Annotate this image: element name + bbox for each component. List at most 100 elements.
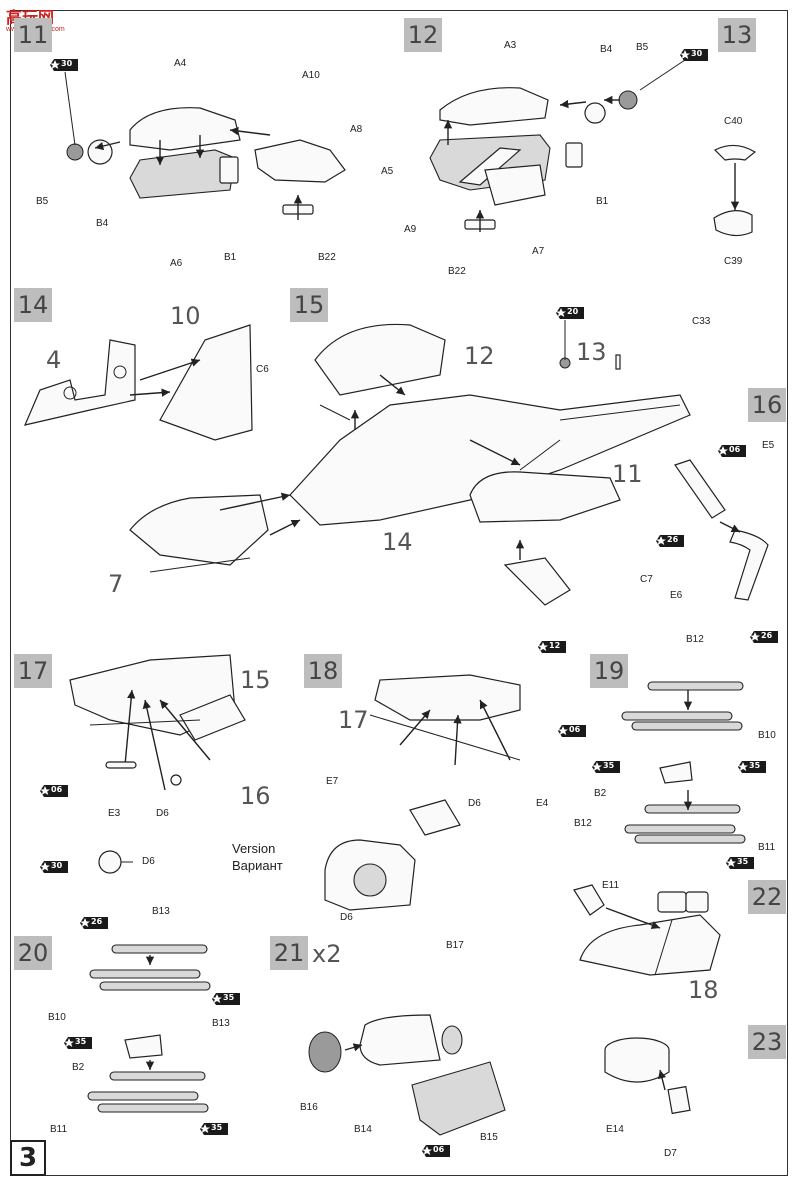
step-17-badge: 17 <box>14 654 52 688</box>
ref-4: 4 <box>46 346 62 374</box>
paint-code-text: 06 <box>51 785 63 794</box>
paint-code-star: 30 <box>50 58 78 72</box>
paint-code-text: 06 <box>729 445 741 454</box>
paint-code-text: 30 <box>61 59 73 68</box>
label-A9: A9 <box>404 224 417 235</box>
label-B22-s12: B22 <box>448 266 466 277</box>
step-19-badge: 19 <box>590 654 628 688</box>
label-B14: B14 <box>354 1124 372 1135</box>
version-label-ru: Вариант <box>232 858 283 873</box>
label-B10-s19: B10 <box>758 730 776 741</box>
label-E4: E4 <box>536 798 549 809</box>
step-18-badge: 18 <box>304 654 342 688</box>
paint-code-star: 06 <box>422 1144 450 1158</box>
paint-code-star: 12 <box>538 640 566 654</box>
step-20-badge: 20 <box>14 936 52 970</box>
label-A3: A3 <box>504 40 517 51</box>
step23-screen-drawing <box>604 1037 691 1115</box>
step21-gun-pod-drawing <box>308 1014 506 1136</box>
step-21-badge: 21 <box>270 936 308 970</box>
label-D7: D7 <box>664 1148 677 1159</box>
step-16-badge: 16 <box>748 388 786 422</box>
step-12-badge: 12 <box>404 18 442 52</box>
paint-code-text: 30 <box>51 861 63 870</box>
label-C33: C33 <box>692 316 711 327</box>
label-B13-bottom: B13 <box>212 1018 230 1029</box>
paint-code-text: 30 <box>691 49 703 58</box>
label-B2-s20: B2 <box>72 1062 85 1073</box>
label-D6-s18-version: D6 <box>340 912 353 923</box>
paint-code-text: 26 <box>91 917 103 926</box>
paint-code-text: 35 <box>603 761 615 770</box>
ref-13: 13 <box>576 338 607 366</box>
paint-code-text: 06 <box>569 725 581 734</box>
paint-code-star: 30 <box>40 860 68 874</box>
page-frame <box>10 10 788 1176</box>
ref-7: 7 <box>108 570 124 598</box>
paint-code-star: 26 <box>80 916 108 930</box>
label-A10: A10 <box>302 70 320 81</box>
version-note: Version Вариант <box>232 840 283 874</box>
label-B5-s12: B5 <box>636 42 649 53</box>
label-A4: A4 <box>174 58 187 69</box>
paint-code-text: 26 <box>761 631 773 640</box>
label-B11-s20: B11 <box>50 1124 68 1135</box>
step11-nacelle-drawing <box>64 71 346 220</box>
label-A6: A6 <box>170 258 183 269</box>
ref-18: 18 <box>688 976 719 1004</box>
step14-cockpit-drawing <box>23 324 253 441</box>
paint-code-text: 35 <box>211 1123 223 1132</box>
step-23-badge: 23 <box>748 1025 786 1059</box>
paint-code-text: 06 <box>433 1145 445 1154</box>
ref-15: 15 <box>240 666 271 694</box>
ref-12: 12 <box>464 342 495 370</box>
step-11-badge: 11 <box>14 18 52 52</box>
paint-code-star: 35 <box>726 856 754 870</box>
step15-fuselage-drawing <box>129 320 691 606</box>
step16-exhaust-drawing <box>674 459 769 601</box>
ref-14: 14 <box>382 528 413 556</box>
paint-code-star: 06 <box>558 724 586 738</box>
paint-code-star: 26 <box>656 534 684 548</box>
label-B12-top: B12 <box>686 634 704 645</box>
label-B11-s19: B11 <box>758 842 776 853</box>
paint-code-text: 20 <box>567 307 579 316</box>
paint-code-star: 20 <box>556 306 584 320</box>
ref-17: 17 <box>338 706 369 734</box>
label-B4-s12: B4 <box>600 44 613 55</box>
step18-assembly-drawing <box>324 674 521 911</box>
step-14-badge: 14 <box>14 288 52 322</box>
step19-rocket-pods-drawing <box>621 681 746 844</box>
paint-code-text: 35 <box>737 857 749 866</box>
label-A5: A5 <box>381 166 394 177</box>
version-label-en: Version <box>232 841 276 856</box>
label-E7: E7 <box>326 776 339 787</box>
label-E14: E14 <box>606 1124 624 1135</box>
label-E11: E11 <box>602 880 620 891</box>
paint-code-text: 26 <box>667 535 679 544</box>
paint-code-star: 35 <box>200 1122 228 1136</box>
ref-11: 11 <box>612 460 643 488</box>
step-21-multiplier: x2 <box>312 940 342 968</box>
label-B2-s19: B2 <box>594 788 607 799</box>
step13-exhaust-drawing <box>713 144 757 237</box>
label-B5-s11: B5 <box>36 196 49 207</box>
label-C40: C40 <box>724 116 743 127</box>
label-A7: A7 <box>532 246 545 257</box>
label-B1-s12: B1 <box>596 196 609 207</box>
paint-code-star: 06 <box>718 444 746 458</box>
label-B13-top: B13 <box>152 906 170 917</box>
label-C6: C6 <box>256 364 269 375</box>
paint-code-star: 35 <box>738 760 766 774</box>
paint-code-text: 35 <box>75 1037 87 1046</box>
step17-assembly-drawing <box>69 654 246 874</box>
paint-code-star: 35 <box>64 1036 92 1050</box>
label-B17: B17 <box>446 940 464 951</box>
label-B15: B15 <box>480 1132 498 1143</box>
label-B10-s20: B10 <box>48 1012 66 1023</box>
step-22-badge: 22 <box>748 880 786 914</box>
label-B16: B16 <box>300 1102 318 1113</box>
page-number: 3 <box>10 1140 46 1176</box>
